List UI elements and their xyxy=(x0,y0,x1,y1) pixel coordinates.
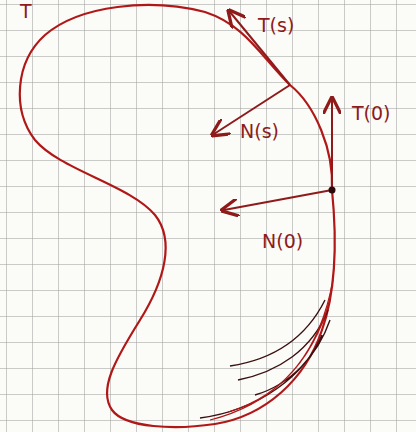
tangent-vector xyxy=(331,100,333,190)
vector-label: T(0) xyxy=(352,104,391,123)
curve-label: T xyxy=(20,2,32,21)
point xyxy=(329,187,336,194)
closed-curve xyxy=(20,5,335,427)
sketch-strokes xyxy=(200,300,330,418)
normal-vector xyxy=(224,190,332,210)
vector-label: N(0) xyxy=(262,232,303,251)
vector-label: T(s) xyxy=(258,16,294,35)
sketch-strokes xyxy=(210,280,333,420)
vector-label: N(s) xyxy=(240,122,279,141)
